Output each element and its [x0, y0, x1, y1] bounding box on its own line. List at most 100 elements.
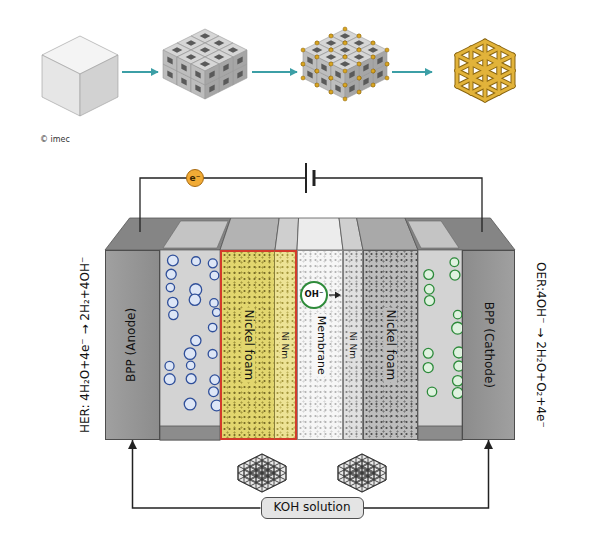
gold-deposit	[329, 76, 333, 80]
lattice-strut	[244, 470, 245, 477]
lattice-strut	[244, 480, 250, 483]
lattice-strut	[368, 466, 374, 469]
gold-deposit	[357, 62, 361, 66]
gold-deposit	[329, 62, 333, 66]
cube-face	[80, 55, 118, 116]
gold-deposit	[385, 76, 389, 80]
gold-deposit	[357, 48, 361, 52]
gold-deposit	[315, 69, 319, 73]
gold-deposit	[357, 62, 361, 66]
lattice-strut	[344, 460, 350, 463]
gold-deposit	[343, 55, 347, 59]
pore-hole	[335, 71, 340, 79]
pore-hole	[349, 71, 354, 79]
gold-deposit	[371, 55, 375, 59]
gold-deposit	[357, 76, 361, 80]
lattice-strut	[362, 489, 368, 492]
cube-face	[373, 50, 387, 71]
gold-deposit	[343, 55, 347, 59]
pore-hole	[195, 71, 200, 79]
lattice-strut	[244, 476, 245, 483]
gold-deposit	[357, 76, 361, 80]
lattice-strut	[380, 480, 386, 483]
gold-deposit	[329, 34, 333, 38]
lattice-strut	[286, 466, 287, 473]
lattice-strut	[362, 479, 368, 482]
gold-deposit	[343, 97, 347, 101]
bipolar-plate: BPP (Cathode)	[462, 250, 515, 440]
lattice-strut	[499, 48, 513, 55]
node-text: Ni Nm	[280, 329, 290, 361]
pore-hole	[377, 57, 382, 65]
pore-hole	[321, 78, 326, 86]
lattice-strut	[256, 489, 262, 492]
lattice-strut	[256, 482, 257, 489]
lattice-strut	[374, 470, 380, 473]
lattice-strut	[350, 480, 356, 483]
lattice-strut	[238, 480, 244, 483]
lattice-strut	[374, 469, 380, 472]
gold-deposit	[343, 69, 347, 73]
lattice-strut	[238, 470, 244, 473]
process-arrow	[252, 71, 297, 73]
gold-deposit	[357, 62, 361, 66]
lattice-strut	[274, 469, 280, 472]
lattice-strut	[356, 463, 362, 466]
gold-deposit	[315, 55, 319, 59]
lattice-strut	[262, 460, 268, 463]
plate-base	[160, 426, 220, 440]
lattice-strut	[268, 486, 274, 489]
cube-face	[359, 57, 373, 78]
lattice-strut	[380, 477, 386, 480]
flow-channel	[418, 250, 462, 440]
gold-deposit	[343, 83, 347, 87]
lattice-strut	[280, 476, 281, 483]
hydrogen-bubble	[189, 294, 200, 305]
lattice-strut	[350, 469, 356, 472]
lattice-strut	[457, 86, 471, 93]
foam-top	[220, 218, 279, 250]
lattice-strut	[471, 62, 485, 69]
lattice-strut	[280, 473, 286, 476]
lattice-strut	[280, 463, 286, 466]
lattice-strut	[244, 477, 250, 480]
gold-deposit	[329, 62, 333, 66]
copyright-note: © imec	[40, 134, 100, 146]
electrolyzer-cell	[105, 218, 515, 492]
lattice-strut	[362, 476, 368, 479]
gold-deposit	[371, 69, 375, 73]
lattice-strut	[350, 457, 356, 460]
lattice-strut	[268, 482, 269, 489]
hydrogen-bubble	[169, 310, 178, 319]
lattice-strut	[344, 473, 350, 476]
lattice-strut	[499, 55, 513, 62]
lattice-strut	[350, 460, 356, 463]
gold-deposit	[329, 76, 333, 80]
lattice-strut	[256, 460, 262, 463]
lattice-strut	[380, 463, 386, 466]
gold-deposit	[357, 76, 361, 80]
gold-deposit	[371, 69, 375, 73]
lattice-strut	[362, 460, 368, 463]
lattice-strut	[250, 463, 256, 466]
gold-deposit	[343, 41, 347, 45]
lattice-strut	[368, 472, 374, 475]
lattice-strut	[250, 473, 251, 480]
lattice-strut	[456, 55, 459, 70]
lattice-strut	[512, 55, 515, 70]
lattice-strut	[457, 64, 471, 71]
lattice-strut	[380, 473, 386, 476]
membrane-layer: MembraneOH⁻	[297, 250, 343, 440]
lattice-strut	[274, 472, 275, 479]
lattice-strut	[268, 457, 274, 460]
pore-hole	[237, 57, 242, 65]
gold-deposit	[385, 62, 389, 66]
membrane-top	[297, 218, 343, 250]
lattice-strut	[350, 473, 351, 480]
pore-hole	[214, 40, 225, 45]
gold-deposit	[301, 48, 305, 52]
channel-opening	[408, 221, 459, 248]
lattice-strut	[356, 454, 362, 457]
lattice-strut	[244, 469, 245, 476]
lattice-strut	[250, 472, 256, 475]
